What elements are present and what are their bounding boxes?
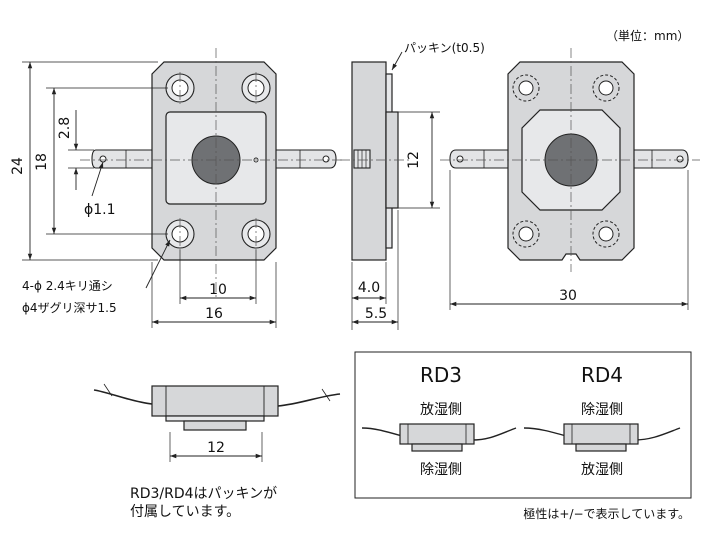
dim-12-bottom: 12 bbox=[207, 440, 225, 456]
back-hole-br bbox=[592, 220, 620, 248]
rd3-title: RD3 bbox=[420, 363, 462, 387]
front-view bbox=[80, 48, 345, 300]
left-pin-hole bbox=[99, 155, 107, 163]
polarity-note: 極性は+/−で表示しています。 bbox=[523, 506, 690, 521]
dim-phi-1-1: ϕ1.1 bbox=[84, 202, 116, 218]
side-view bbox=[340, 51, 440, 330]
unit-note: （単位：mm） bbox=[606, 28, 689, 43]
dim-4-0: 4.0 bbox=[358, 280, 380, 296]
gasket-label: パッキン(t0.5) bbox=[404, 41, 485, 55]
back-hole-tl bbox=[512, 74, 540, 102]
rd3-bottom-label: 除湿側 bbox=[420, 462, 462, 478]
dim-30: 30 bbox=[559, 288, 577, 304]
back-hole-tr bbox=[592, 74, 620, 102]
rd3-figure bbox=[361, 423, 517, 452]
right-pin-hole bbox=[322, 155, 330, 163]
assembly-body bbox=[151, 385, 279, 417]
packing-note-line2: 付属しています。 bbox=[130, 504, 240, 520]
rd4-bottom-label: 放湿側 bbox=[581, 462, 623, 478]
assembly-view bbox=[93, 383, 341, 462]
right-pin bbox=[267, 149, 337, 169]
hole-note-line2: ϕ4ザグリ深サ1.5 bbox=[22, 301, 117, 315]
rd4-figure bbox=[523, 423, 681, 452]
dim-18: 18 bbox=[34, 153, 50, 171]
back-hole-bl bbox=[512, 220, 540, 248]
dim-24: 24 bbox=[10, 157, 26, 175]
rd4-top-label: 除湿側 bbox=[581, 402, 623, 418]
back-view bbox=[440, 48, 700, 310]
packing-note-line1: RD3/RD4はパッキンが bbox=[130, 486, 277, 502]
hole-note-line1: 4-ϕ 2.4キリ通シ bbox=[22, 279, 113, 293]
dim-10: 10 bbox=[209, 282, 227, 298]
rd4-title: RD4 bbox=[581, 363, 623, 387]
front-dimensions bbox=[22, 61, 277, 328]
back-left-pin bbox=[449, 149, 521, 169]
dim-2-8: 2.8 bbox=[57, 117, 73, 139]
dim-5-5: 5.5 bbox=[365, 306, 387, 322]
dim-12-side: 12 bbox=[406, 151, 422, 169]
dim-16: 16 bbox=[205, 306, 223, 322]
back-right-pin bbox=[621, 149, 689, 169]
rd3-top-label: 放湿側 bbox=[420, 402, 462, 418]
